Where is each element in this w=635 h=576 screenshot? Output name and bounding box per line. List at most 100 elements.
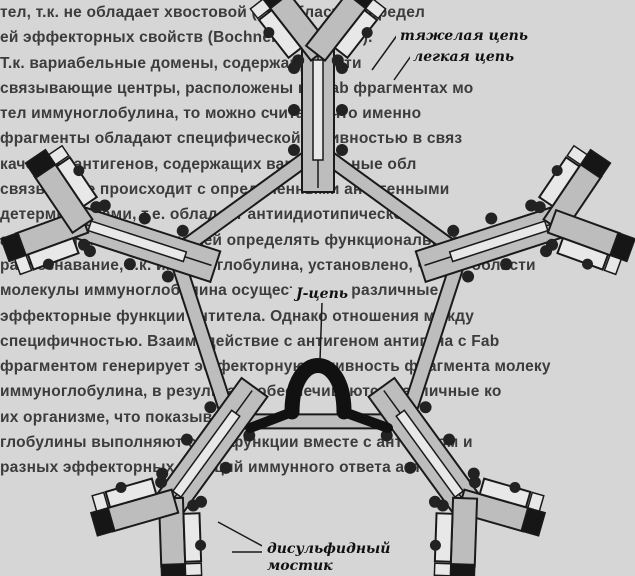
igm-monomer [249,0,387,193]
light-chain-domain [26,236,80,271]
disulfide-bond [582,258,594,270]
heavy-chain-label: тяжелая цепь [400,28,528,44]
fc-inner-box [395,409,465,499]
j-chain-label: J-цепь [293,286,348,302]
disulfide-bond [90,201,103,214]
label-backdrop-j [292,283,352,303]
disulfide-bond [436,499,449,512]
light-chain-domain [556,236,610,271]
disulfide-bond [429,539,441,551]
igm-monomer [0,144,222,284]
j-chain-arch [284,358,352,420]
background-text-line: эффекторные функции антитела. Однако отн… [0,307,475,325]
disulfide-bond [176,224,189,237]
background-text-line: глобулины выполняют свои функции вместе … [0,434,473,452]
connector-band [400,247,467,428]
fab-arm-right [429,496,479,576]
light-chain-tip [566,144,589,166]
disulfide-bond [219,461,232,474]
disulfide-bond [155,476,168,489]
disulfide-bond [404,461,417,474]
light-chain-domain [55,155,99,208]
igm-monomer [89,376,269,576]
disulfide-bond [447,224,460,237]
connector-band [169,144,324,260]
disulfide-bond [187,499,200,512]
background-text-line: фрагменты обладают специфической активно… [0,130,463,148]
label-leader-lines [217,33,412,553]
disulfide-bond [123,258,136,271]
disulfide-bond [195,539,207,551]
light-chain-domain [537,155,581,208]
fab-arm-right [304,0,387,67]
j-chain-leader [319,302,323,361]
label-backdrop-disulfide [262,540,392,576]
disulfide-bond [42,258,54,270]
label-backdrop-light [410,47,534,66]
disulfide-bond [551,165,563,177]
light-chain-domain [104,477,158,509]
disulfide-bond [336,144,348,156]
light-chain-tip [364,0,387,20]
disulfide-bond [462,270,475,283]
light-chain-tip [433,562,452,576]
fab-arm-right [89,476,180,537]
disulfide-bond [336,104,348,116]
background-text-line: связывающие центры, расположены на Fab ф… [0,79,474,97]
heavy-chain-domain [449,496,479,568]
disulfide-bond [73,165,85,177]
disulfide-bond [138,212,151,225]
variable-domain-tip [160,563,187,576]
heavy-chain-leader [371,33,399,71]
disulfide-bond [331,54,344,67]
light-chain-leader [393,55,412,81]
disulfide-bond [500,258,513,271]
connector-band [312,144,467,260]
background-text-line: связывание происходит с определенными ан… [0,181,450,199]
disulfide-bond [78,238,91,251]
fab-arm-right [24,144,103,235]
fab-arm-right [545,208,635,276]
light-chain-domain [433,512,454,563]
connector-band [169,247,236,428]
disulfide-bond [361,27,373,39]
j-chain-links [245,407,393,433]
disulfide-bond [161,270,174,283]
light-chain-domain [182,512,203,563]
background-text-line: Т.к. вариабельные домены, содержащие ант… [0,54,362,72]
disulfide-bond [263,27,275,39]
disulfide-bond [288,104,300,116]
diagram-labels: тяжелая цепь легкая цепь J-цепь дисульфи… [262,26,546,576]
disulfide-bond [545,238,558,251]
light-chain-tip [249,0,272,20]
disulfide-bond [509,481,521,493]
label-backdrop-heavy [396,26,546,45]
disulfide-bond [288,144,300,156]
variable-domain-tip [449,563,476,576]
light-chain-tip [13,254,33,276]
light-chain-label: легкая цепь [413,49,514,65]
j-chain [245,358,393,433]
disulfide-bond [180,433,193,446]
igm-monomer [414,144,635,284]
light-chain-domain [478,477,532,509]
disulfide-bridge-label-2: мостик [267,558,333,574]
disulfide-bond [468,476,481,489]
fc-inner-box [171,409,241,499]
fc-inner-box [312,59,324,161]
disulfide-bond [292,54,305,67]
disulfide-bond [419,401,432,414]
light-chain-tip [184,562,203,576]
background-text-line: тел, т.к. не обладает хвостовой (Fc) обл… [0,4,426,21]
background-text-line: специфичностью. Взаимодействие с антиген… [0,332,500,350]
light-chain-tip [47,144,70,166]
disulfide-bond [533,201,546,214]
light-chain-domain [333,8,379,60]
fc-inner-box [448,220,549,263]
background-text-line: фрагментом генерирует эффекторную активн… [0,358,551,376]
disulfide-leader-1 [217,521,267,549]
disulfide-bond [443,433,456,446]
disulfide-bond [115,481,127,493]
light-chain-tip [603,254,623,276]
